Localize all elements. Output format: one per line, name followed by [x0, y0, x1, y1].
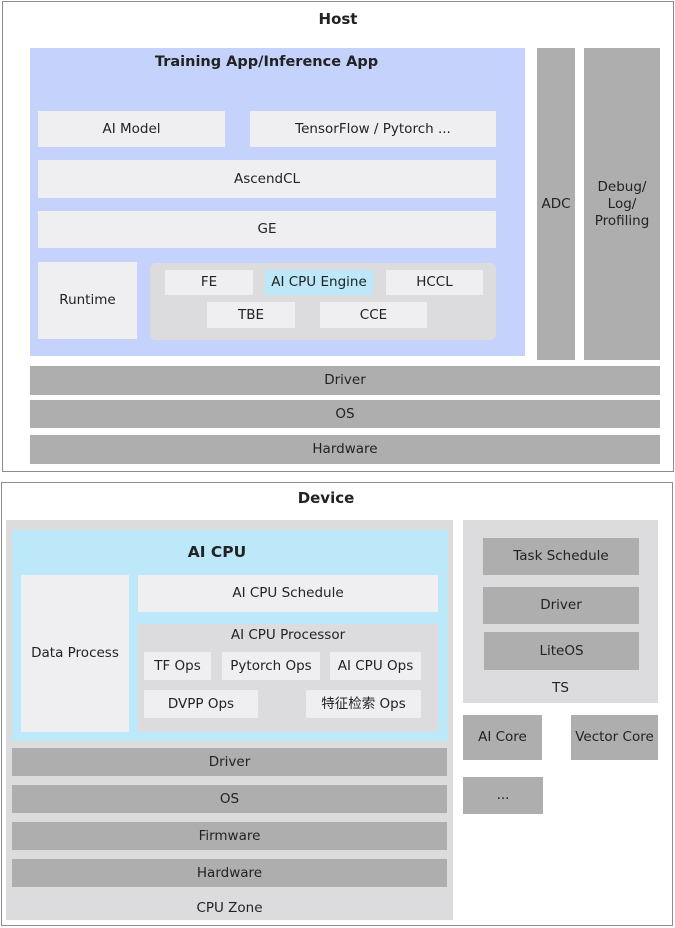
host-driver-bar: Driver: [30, 366, 660, 395]
host-title: Host: [318, 10, 358, 28]
liteos-box: LiteOS: [484, 632, 639, 670]
cpu-zone-label: CPU Zone: [196, 899, 263, 916]
runtime-box: Runtime: [38, 262, 137, 339]
tbe-box: TBE: [207, 302, 295, 328]
ai-core-box: AI Core: [463, 715, 542, 760]
cpu-zone-driver-bar: Driver: [12, 748, 447, 776]
tf-ops-box: TF Ops: [144, 652, 211, 680]
pytorch-ops-box: Pytorch Ops: [222, 652, 320, 680]
vector-core-box: Vector Core: [571, 715, 658, 760]
task-schedule-box: Task Schedule: [483, 538, 639, 575]
ai-cpu-engine-box: AI CPU Engine: [265, 270, 373, 295]
host-os-bar: OS: [30, 400, 660, 428]
fe-box: FE: [165, 270, 253, 295]
ai-cpu-title: AI CPU: [187, 543, 247, 561]
ts-label: TS: [552, 679, 569, 696]
more-cores-box: ...: [463, 777, 543, 814]
host-hardware-bar: Hardware: [30, 435, 660, 464]
ai-cpu-processor-title: AI CPU Processor: [230, 626, 346, 643]
debug-log-profiling-box: Debug/ Log/ Profiling: [584, 48, 660, 360]
cce-box: CCE: [320, 302, 427, 328]
ts-driver-box: Driver: [483, 587, 639, 624]
cpu-zone-hardware-bar: Hardware: [12, 859, 447, 887]
app-title: Training App/Inference App: [154, 54, 379, 70]
ascendcl-box: AscendCL: [38, 160, 496, 198]
cpu-zone-os-bar: OS: [12, 785, 447, 813]
ai-cpu-schedule-box: AI CPU Schedule: [138, 575, 438, 612]
feature-retrieval-ops-box: 特征检索 Ops: [306, 690, 421, 718]
ai-model-box: AI Model: [38, 111, 225, 147]
data-process-box: Data Process: [21, 575, 129, 732]
framework-box: TensorFlow / Pytorch ...: [250, 111, 496, 147]
ai-cpu-ops-box: AI CPU Ops: [330, 652, 421, 680]
cpu-zone-firmware-bar: Firmware: [12, 822, 447, 850]
device-title: Device: [297, 489, 355, 507]
adc-box: ADC: [537, 48, 575, 360]
dvpp-ops-box: DVPP Ops: [144, 690, 258, 718]
hccl-box: HCCL: [386, 270, 483, 295]
ge-box: GE: [38, 211, 496, 248]
